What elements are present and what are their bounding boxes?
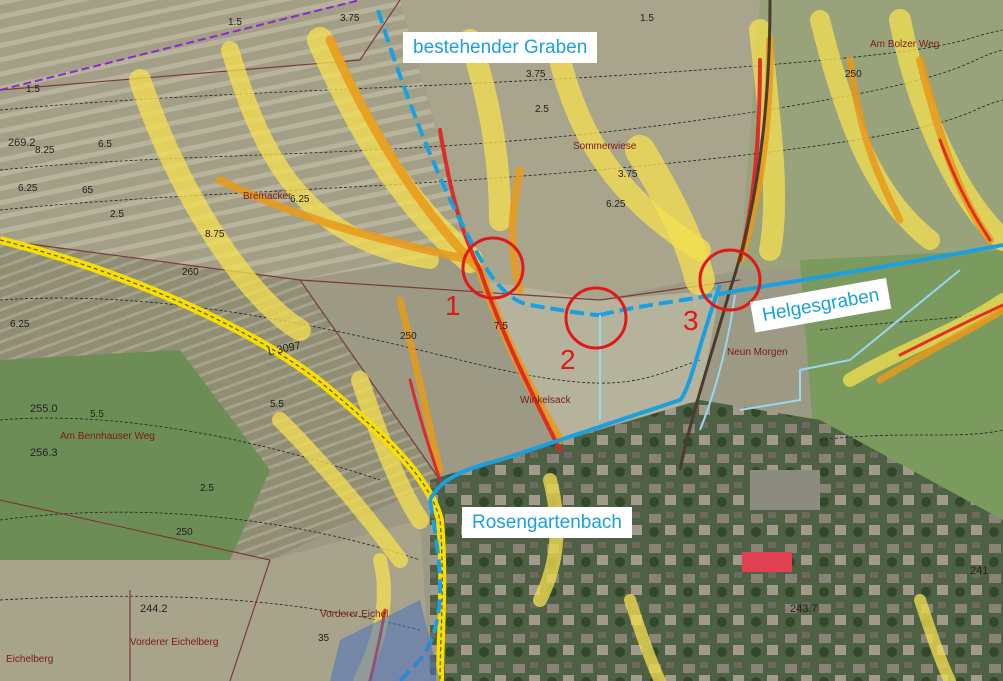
contour-label-16: 5.5 <box>90 409 104 420</box>
contour-label-12: 250 <box>400 331 417 342</box>
label-am-bolzer-weg: Am Bolzer Weg <box>870 39 940 50</box>
contour-label-21: 260 <box>182 267 199 278</box>
label-winkelsack: Winkelsack <box>520 395 571 406</box>
contour-label-2: 3.75 <box>340 13 360 24</box>
marker-circle-1[interactable] <box>461 236 525 300</box>
contour-label-4: 8.75 <box>205 229 225 240</box>
stream-light-blue <box>699 269 961 431</box>
label-vorderer-eichelberg: Vorderer Eichelberg <box>130 637 219 648</box>
label-sommerwiese: Sommerwiese <box>573 141 637 152</box>
elevation-256: 256.3 <box>30 447 58 459</box>
contour-label-9: 3.75 <box>618 169 638 180</box>
label-neun-morgen: Neun Morgen <box>727 347 788 358</box>
stream-rosengartenbach-south <box>398 499 442 681</box>
label-am-bennhauser-weg: Am Bennhauser Weg <box>60 431 155 442</box>
contour-label-22: 1.5 <box>26 84 40 95</box>
road-l3097 <box>0 236 447 681</box>
road-north-south <box>678 0 772 471</box>
flood-area <box>330 600 440 681</box>
contour-label-7: 3.75 <box>526 69 546 80</box>
field-north <box>0 0 470 280</box>
contour-label-8: 2.5 <box>535 104 549 115</box>
callout-bestehender-graben: bestehender Graben <box>403 32 598 63</box>
marker-number-1: 1 <box>445 290 461 321</box>
elevation-241: 241 <box>970 565 989 577</box>
field-lower-left <box>0 520 430 681</box>
contour-label-17: 6.25 <box>10 319 30 330</box>
elevation-244: 244.2 <box>140 603 168 615</box>
stream-graben-east <box>599 290 731 317</box>
marker-number-3: 3 <box>683 305 699 336</box>
field-far-right <box>740 0 1003 270</box>
contour-label-20: 35 <box>318 633 330 644</box>
contour-label-23: 6.5 <box>98 139 112 150</box>
elevation-243: 243.7 <box>790 603 818 615</box>
callout-rosengartenbach: Rosengartenbach <box>462 507 632 538</box>
contour-label-19: 250 <box>176 527 193 538</box>
contour-label-15: 1.5 <box>640 13 654 24</box>
contour-label-3: 6.25 <box>18 183 38 194</box>
stream-rosengartenbach <box>428 284 722 501</box>
elevation-255: 255.0 <box>30 403 58 415</box>
contour-label-1: 1.5 <box>228 17 242 28</box>
label-vorderer-eichel: Vorderer Eichel <box>320 609 389 620</box>
stream-graben <box>376 9 601 317</box>
sports-field <box>750 470 820 510</box>
contour-label-10: 6.25 <box>606 199 626 210</box>
settlement <box>430 400 1003 681</box>
label-bremacker: Bremacker <box>243 191 292 202</box>
contour-label-25: 8.25 <box>35 145 55 156</box>
contour-label-18: 2.5 <box>200 483 214 494</box>
contour-label-24: 65 <box>82 185 94 196</box>
red-roof-building <box>742 552 792 572</box>
contour-label-14: 250 <box>845 69 862 80</box>
elevation-269: 269.2 <box>8 137 36 149</box>
contour-label-11: 7.5 <box>494 321 508 332</box>
marker-circle-2[interactable] <box>564 286 628 350</box>
purple-boundary <box>0 0 361 91</box>
marker-number-2: 2 <box>560 344 576 375</box>
contour-label-5: 6.25 <box>290 194 310 205</box>
grassland-left <box>0 350 270 560</box>
contour-label-13: 5.5 <box>270 399 284 410</box>
marker-circle-3[interactable] <box>698 248 762 312</box>
label-eichelberg: Eichelberg <box>6 654 54 665</box>
contour-label-6: 2.5 <box>110 209 124 220</box>
parcel-boundaries <box>0 0 741 681</box>
